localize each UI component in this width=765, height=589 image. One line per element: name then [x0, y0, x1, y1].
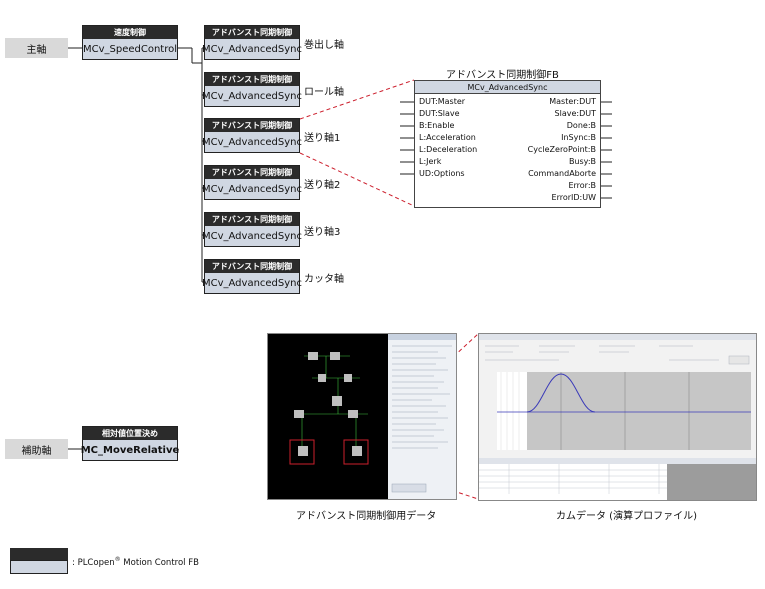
advanced-sync-fb-body: MCv_AdvancedSync [202, 39, 302, 59]
input-pin: DUT:Slave [419, 109, 460, 118]
output-pin: CycleZeroPoint:B [527, 145, 596, 154]
axis-name-label: 送り軸1 [304, 133, 341, 144]
detail-fb-title: アドバンスト同期制御FB [446, 70, 559, 81]
axis-name-label: カッタ軸 [304, 274, 344, 285]
main-axis-label: 主軸 [5, 38, 68, 58]
legend-header-swatch [10, 548, 68, 560]
axis-name-label: 送り軸3 [304, 227, 341, 238]
aux-axis-label: 補助軸 [5, 439, 68, 459]
legend-text: : PLCopen® Motion Control FB [72, 556, 199, 568]
sync-data-screenshot [267, 333, 457, 500]
legend-body-swatch [10, 560, 68, 574]
advanced-sync-fb-header: アドバンスト同期制御 [205, 213, 299, 226]
detail-fb-name: MCv_AdvancedSync [415, 81, 600, 94]
cam-data-thumbnail [479, 334, 756, 500]
input-pin: DUT:Master [419, 97, 466, 106]
advanced-sync-fb-header: アドバンスト同期制御 [205, 73, 299, 86]
speed-control-fb-body: MCv_SpeedControl [83, 39, 177, 59]
advanced-sync-fb-header: アドバンスト同期制御 [205, 119, 299, 132]
advanced-sync-fb-header: アドバンスト同期制御 [205, 260, 299, 273]
legend-text-prefix: : PLCopen [72, 557, 115, 568]
advanced-sync-fb: アドバンスト同期制御 MCv_AdvancedSync [202, 165, 302, 200]
output-pin: Done:B [566, 121, 596, 130]
advanced-sync-fb-body: MCv_AdvancedSync [202, 226, 302, 246]
move-relative-fb-header: 相対値位置決め [83, 427, 177, 440]
input-pin: L:Acceleration [419, 133, 476, 142]
advanced-sync-fb-header: アドバンスト同期制御 [205, 166, 299, 179]
output-pin: InSync:B [561, 133, 596, 142]
input-pin: L:Deceleration [419, 145, 478, 154]
speed-control-fb-header: 速度制御 [83, 26, 177, 39]
advanced-sync-fb: アドバンスト同期制御 MCv_AdvancedSync [202, 25, 302, 60]
detail-fb-block: MCv_AdvancedSync DUT:Master DUT:Slave B:… [414, 80, 601, 208]
input-pin: UD:Options [419, 169, 465, 178]
advanced-sync-fb-body: MCv_AdvancedSync [202, 179, 302, 199]
advanced-sync-fb-body: MCv_AdvancedSync [202, 273, 302, 293]
callout-shot-top [365, 333, 479, 438]
move-relative-fb: 相対値位置決め MC_MoveRelative [81, 426, 179, 461]
callout-line-top [299, 79, 415, 120]
input-pin: L:Jerk [419, 157, 442, 166]
output-pin: Error:B [568, 181, 596, 190]
advanced-sync-fb: アドバンスト同期制御 MCv_AdvancedSync [202, 212, 302, 247]
axis-name-label: 巻出し軸 [304, 40, 344, 51]
speed-control-fb: 速度制御 MCv_SpeedControl [82, 25, 178, 60]
sync-data-caption: アドバンスト同期制御用データ [296, 511, 437, 522]
input-pin: B:Enable [419, 121, 455, 130]
advanced-sync-fb: アドバンスト同期制御 MCv_AdvancedSync [202, 118, 302, 153]
legend-text-suffix: Motion Control FB [120, 557, 199, 568]
output-pin: Master:DUT [549, 97, 596, 106]
output-pin: ErrorID:UW [551, 193, 596, 202]
advanced-sync-fb: アドバンスト同期制御 MCv_AdvancedSync [202, 259, 302, 294]
axis-name-label: ロール軸 [304, 87, 344, 98]
axis-name-label: 送り軸2 [304, 180, 341, 191]
output-pin: Slave:DUT [554, 109, 596, 118]
output-pin: Busy:B [568, 157, 596, 166]
move-relative-fb-body: MC_MoveRelative [81, 440, 179, 460]
cam-data-caption: カムデータ (演算プロファイル) [556, 511, 697, 522]
advanced-sync-fb: アドバンスト同期制御 MCv_AdvancedSync [202, 72, 302, 107]
sync-data-thumbnail [268, 334, 456, 499]
advanced-sync-fb-body: MCv_AdvancedSync [202, 132, 302, 152]
advanced-sync-fb-body: MCv_AdvancedSync [202, 86, 302, 106]
registered-mark: ® [114, 556, 121, 563]
advanced-sync-fb-header: アドバンスト同期制御 [205, 26, 299, 39]
output-pin: CommandAborte [528, 169, 596, 178]
cam-data-screenshot [478, 333, 757, 501]
